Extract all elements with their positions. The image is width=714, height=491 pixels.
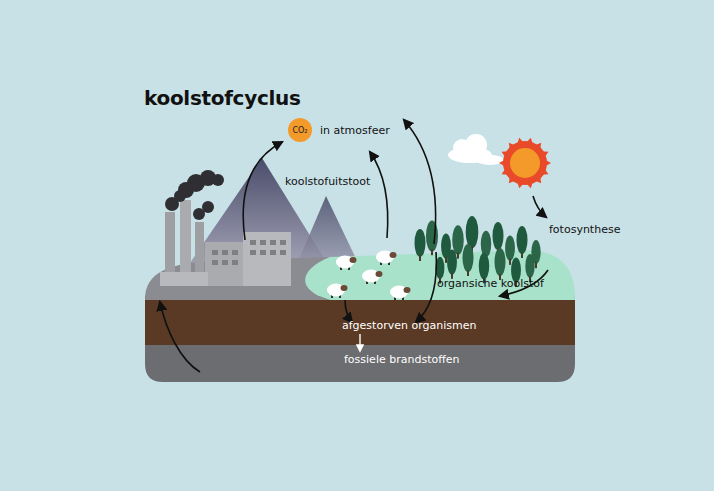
co2-circle: CO₂ in atmosfeer (288, 118, 390, 142)
soil-band: afgestorven organismen (338, 317, 480, 334)
process-label: fotosynthese (549, 223, 620, 236)
band-label: fossiele brandstoffen (340, 351, 464, 368)
molecule-label: CO₂ (288, 118, 312, 142)
process-label: koolstofuitstoot (285, 175, 370, 188)
diagram-title: koolstofcyclus (144, 86, 301, 110)
flow-arrow (359, 334, 360, 351)
band-label: afgestorven organismen (338, 317, 480, 334)
soil-band: fossiele brandstoffen (340, 351, 464, 368)
process-label: organsiche koolstof (437, 277, 544, 290)
node-caption: in atmosfeer (320, 124, 390, 137)
